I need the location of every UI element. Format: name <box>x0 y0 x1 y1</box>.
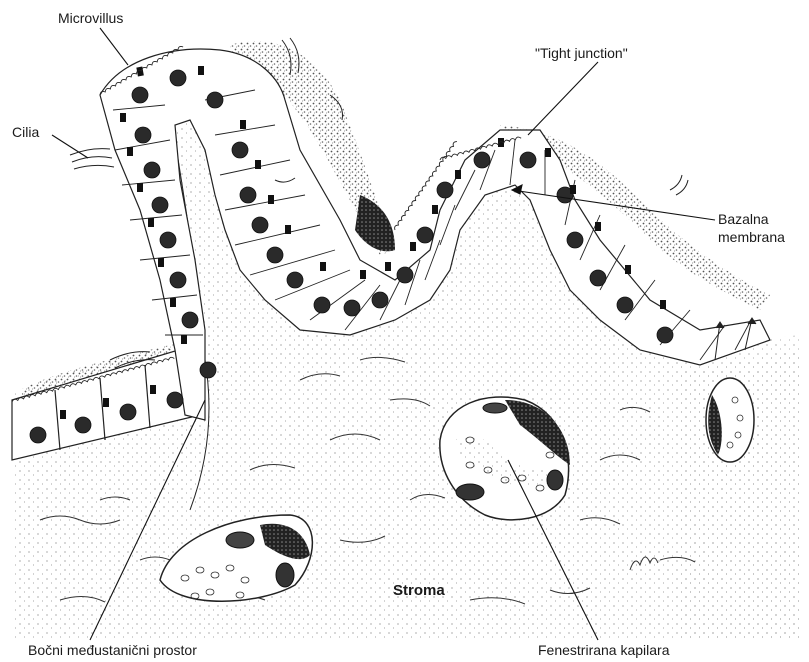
label-microvillus: Microvillus <box>58 10 123 26</box>
label-fenestrirana-kapilara: Fenestrirana kapilara <box>538 642 670 658</box>
label-bazalna-line2: membrana <box>718 228 785 246</box>
leader-microvillus <box>100 28 128 65</box>
label-bazalna-membrana: Bazalna membrana <box>718 210 785 246</box>
label-bazalna-line1: Bazalna <box>718 210 785 228</box>
label-stroma: Stroma <box>393 582 445 599</box>
label-cilia: Cilia <box>12 124 39 140</box>
leader-tight-junction <box>528 62 598 135</box>
label-bocni-prostor: Bočni međustanični prostor <box>28 642 197 658</box>
label-tight-junction: "Tight junction" <box>535 45 628 61</box>
capillary-right <box>706 378 754 462</box>
